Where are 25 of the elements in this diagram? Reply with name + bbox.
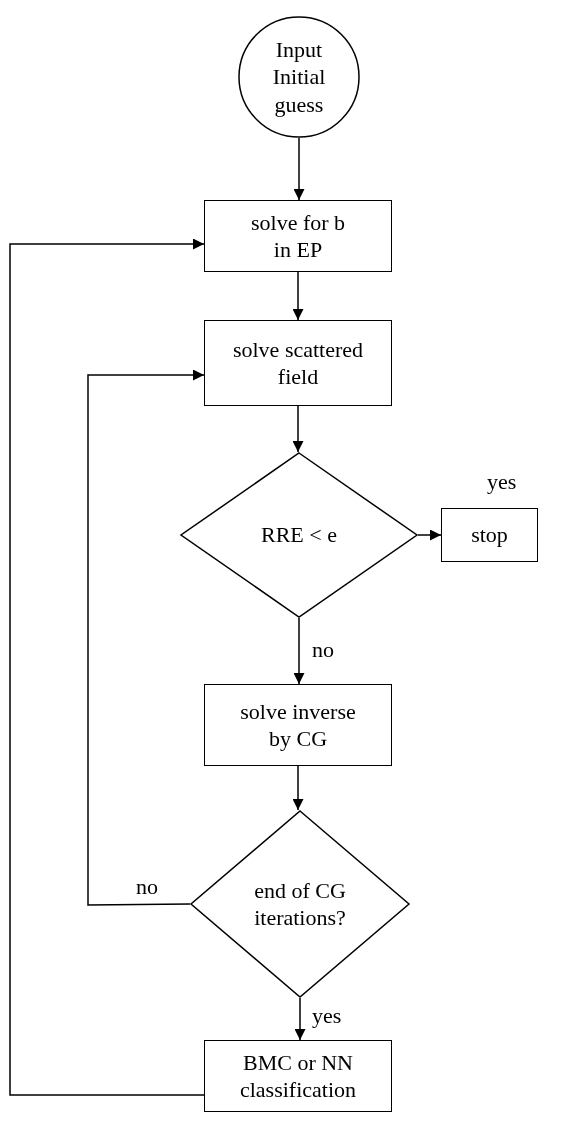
node-text: solve inverse by CG (239, 697, 357, 753)
process-box (204, 320, 392, 406)
decision-diamond (180, 452, 418, 618)
arrow (417, 529, 442, 541)
arrow (293, 137, 305, 201)
node-text: RRE < e (261, 521, 337, 549)
circle-node (238, 16, 360, 138)
node-text: stop (471, 521, 508, 549)
arrow (9, 238, 205, 1096)
process-box (204, 1040, 392, 1112)
node-text: BMC or NN classification (238, 1048, 358, 1104)
decision-diamond (190, 810, 410, 998)
arrow (292, 271, 304, 321)
node-text: solve scattered field (231, 335, 365, 391)
node-text: end of CG iterations? (253, 876, 347, 932)
arrow (87, 369, 205, 906)
arrow (292, 405, 304, 453)
node-text: Input Initial guess (271, 35, 327, 119)
arrow (293, 617, 305, 685)
arrow (292, 765, 304, 811)
node-text: solve for b in EP (249, 208, 347, 264)
process-box (204, 684, 392, 766)
arrow (294, 997, 306, 1041)
process-box (441, 508, 538, 562)
process-box (204, 200, 392, 272)
